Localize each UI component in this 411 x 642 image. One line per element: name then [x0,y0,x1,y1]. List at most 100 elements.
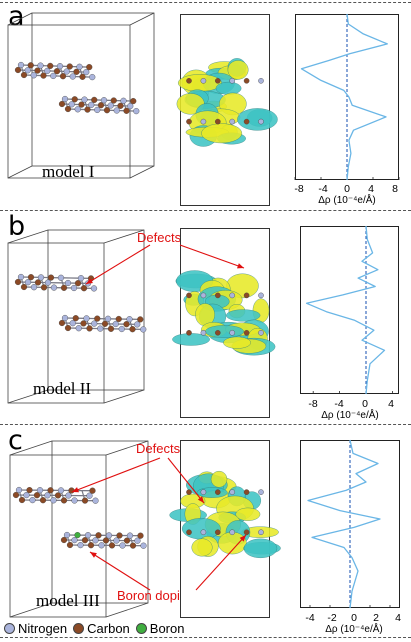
nitrogen-atom [71,497,78,504]
nitrogen-atom [126,316,133,323]
carbon-atom [71,96,78,103]
atomic-bond [78,66,84,77]
atomic-bond [39,490,44,501]
carbon-atom [81,497,89,504]
carbon-atom [78,101,85,108]
carbon-atom [107,325,115,332]
carbon-atom [89,487,96,494]
carbon-atom [64,324,72,332]
nitrogen-atom [15,486,23,494]
nitrogen-atom [118,325,125,333]
nitrogen-atom [120,97,127,104]
carbon-atom [87,275,95,282]
nitrogen-atom [113,537,120,544]
nitrogen-atom [50,72,57,80]
plot-2-tick: -4 [334,398,344,410]
nitrogen-atom [71,536,78,544]
nitrogen-atom [44,279,52,286]
nitrogen-atom [69,320,76,327]
nitrogen-atom [50,497,57,504]
nitrogen-atom [61,314,69,322]
carbon-atom [74,280,82,287]
bilayer-sheet [12,486,99,504]
nitrogen-atom [29,497,36,504]
panel-letter-b: b [8,211,26,242]
carbon-atom [80,320,87,327]
nitrogen-atom [68,101,75,108]
carbon-atom [40,284,48,291]
nitrogen-atom [56,63,64,70]
separator-bottom [0,637,411,638]
plot-1-tick: 4 [368,183,374,195]
delta-rho-plot-3 [300,440,400,608]
nitrogen-atom [90,285,98,292]
carbon-atom [27,62,34,69]
nitrogen-atom [84,280,92,287]
nitrogen-atom [37,274,45,281]
plot-1-axis-label: Δρ (10⁻⁴e/Å) [318,195,376,206]
nitrogen-atom [84,532,92,539]
carbon-atom [47,62,54,70]
carbon-atom [47,487,54,494]
atomic-bond [64,98,69,110]
nitrogen-atom [94,106,101,114]
atomic-bond [80,278,85,289]
carbon-atom [108,542,116,549]
annotation-arrowhead [90,552,97,558]
plot-3-tick: -4 [305,612,315,624]
bilayer-sheet [58,314,147,333]
defects-annotation-b: Defects [137,230,182,245]
bilayer-sheet [60,531,147,549]
plot-2-tick: 0 [362,398,368,410]
atomic-bond [59,66,64,77]
carbon-atom [58,100,66,108]
bilayer-sheet [14,61,96,81]
carbon-atom [115,315,122,323]
annotation-arrow [89,551,151,591]
atomic-bond [60,277,65,288]
atomic-bond [40,277,45,288]
carbon-atom [59,73,67,80]
legend-nitrogen: Nitrogen [4,621,67,636]
nitrogen-atom [44,492,51,499]
carbon-atom [66,63,73,70]
plot-2-tick: 4 [388,398,394,410]
nitrogen-atom [70,284,78,292]
legend-carbon-label: Carbon [87,620,130,636]
carbon-atom [73,68,80,75]
carbon-atom [33,492,41,499]
carbon-atom [103,107,111,114]
model-label-1: model I [42,162,95,181]
carbon-atom [66,541,74,549]
defects-annotation-c: Defects [136,441,181,456]
annotation-arrow [71,457,161,493]
nitrogen-atom [57,274,65,281]
carbon-atom [79,73,86,80]
panel-letter-c: c [8,425,23,456]
annotation-arrowhead [72,487,79,493]
carbon-atom [116,532,123,539]
nitrogen-atom [89,73,96,81]
charge-density-box-2 [180,228,270,418]
carbon-atom-icon [73,622,85,634]
atomic-bond [85,318,91,329]
nitrogen-atom [63,68,70,75]
nitrogen-atom [140,326,147,333]
nitrogen-atom [75,325,82,332]
model-label-3: model III [36,591,100,610]
nitrogen-atom [37,62,44,69]
carbon-atom [84,106,91,113]
atomic-bond [107,318,112,329]
carbon-atom [26,487,33,494]
carbon-atom [18,496,26,504]
bilayer-sheet [14,273,98,292]
nitrogen-atom [86,492,93,499]
nitrogen-atom [17,61,25,69]
carbon-atom [58,319,66,327]
nitrogen-atom [81,96,88,103]
carbon-atom [53,68,61,75]
nitrogen-atom [112,320,119,328]
nitrogen-atom [24,67,31,74]
atomic-bond [60,490,65,501]
nitrogen-atom [133,107,140,115]
